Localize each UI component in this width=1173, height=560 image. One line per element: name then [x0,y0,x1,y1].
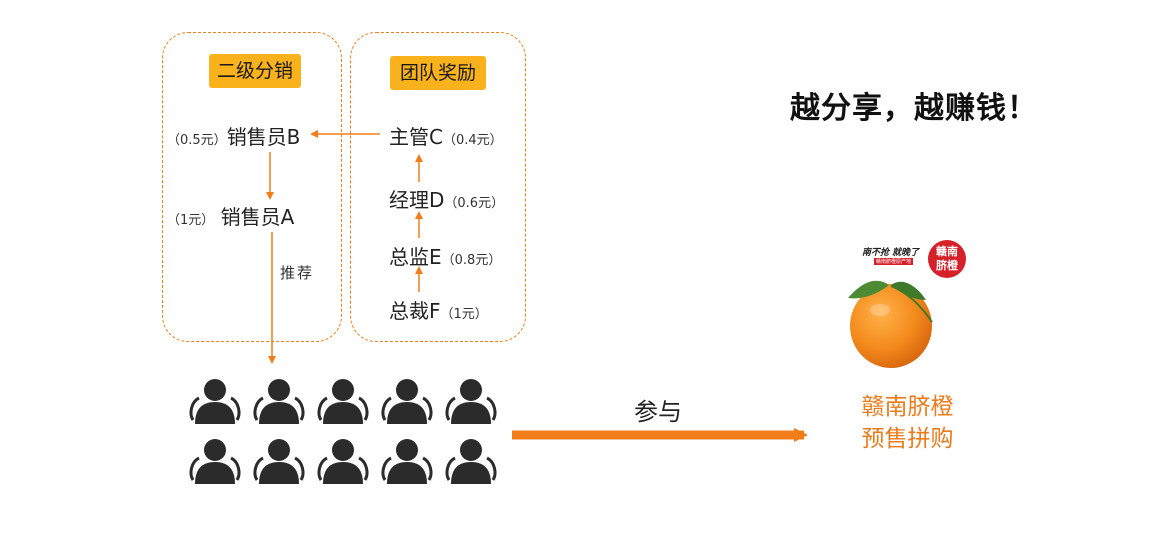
person-icon [253,379,305,424]
slogan: 越分享，越赚钱！ [790,91,1038,126]
product-line2: 预售拼购 [861,426,954,452]
recommend-label: 推荐 [280,264,315,282]
team-panel [350,32,526,342]
node-president-f: 总裁F（1元） [389,295,488,324]
reward-d: （0.6元） [444,196,505,211]
name-d: 经理D [389,188,445,212]
level2-panel [162,32,342,342]
badge-text: 赣南脐橙 [936,245,958,272]
level2-tag: 二级分销 [209,54,301,88]
node-supervisor-c: 主管C（0.4元） [389,121,503,150]
node-salesperson-a: （1元） 销售员A [167,201,294,230]
name-f: 总裁F [389,299,441,323]
person-icon [317,379,369,424]
product-badge: 赣南脐橙 [928,240,966,278]
reward-c: （0.4元） [442,133,503,148]
name-b: 销售员B [226,125,301,149]
team-tag: 团队奖励 [390,56,486,90]
product-label: 赣南脐橙 预售拼购 [850,391,965,455]
brand-subcaption: 赣南脐橙原产地 [874,258,914,265]
person-icon [253,439,305,484]
person-icon [317,439,369,484]
node-director-e: 总监E（0.8元） [389,241,501,270]
brand-caption: 南不抢 就晚了 [862,248,920,258]
person-icon [445,379,497,424]
name-c: 主管C [389,125,443,149]
reward-f: （1元） [440,307,488,322]
node-salesperson-b: （0.5元）销售员B [167,121,300,150]
name-e: 总监E [389,245,442,269]
person-icon [381,379,433,424]
person-icon [189,439,241,484]
person-icon [445,439,497,484]
reward-a: （1元） [167,213,215,228]
person-icon [189,379,241,424]
name-a: 销售员A [220,205,295,229]
participate-label: 参与 [634,398,682,426]
product-line1: 赣南脐橙 [861,394,954,420]
reward-b: （0.5元） [167,133,227,148]
person-icon [381,439,433,484]
reward-e: （0.8元） [441,253,502,268]
node-manager-d: 经理D（0.6元） [389,184,504,213]
